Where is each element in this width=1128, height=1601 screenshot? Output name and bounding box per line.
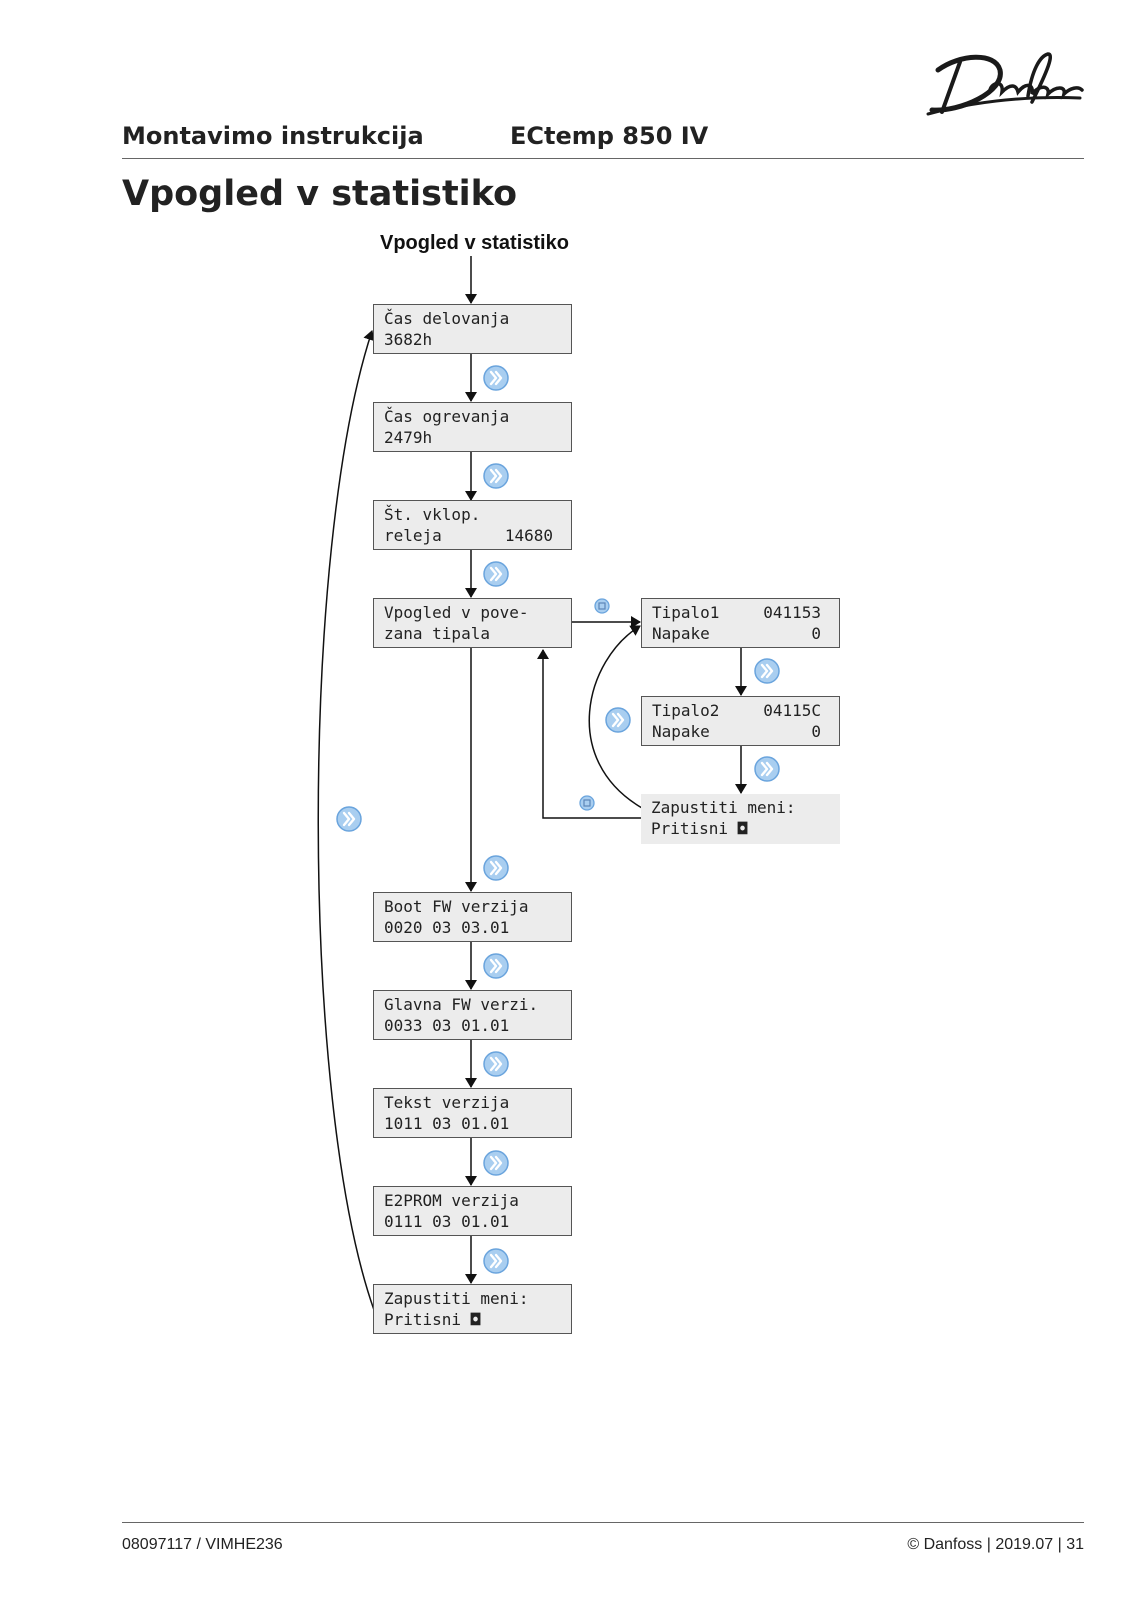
next-icon [483, 365, 509, 391]
lcd-line: Pritisni ◘ [384, 1310, 481, 1329]
lcd-tipalo1: Tipalo1 041153 Napake 0 [641, 598, 840, 648]
next-icon [754, 658, 780, 684]
lcd-tipalo2: Tipalo2 04115C Napake 0 [641, 696, 840, 746]
ok-button-icon [594, 598, 610, 614]
lcd-cas-ogrevanja: Čas ogrevanja 2479h [373, 402, 572, 452]
lcd-zapustiti-sub: Zapustiti meni: Pritisni ◘ [641, 794, 840, 844]
page-title: Vpogled v statistiko [122, 174, 518, 214]
document-number: 08097117 / VIMHE236 [122, 1536, 283, 1553]
diagram-title: Vpogled v statistiko [380, 232, 569, 254]
lcd-line: 0033 03 01.01 [384, 1016, 510, 1035]
lcd-st-vklop: Št. vklop. releja 14680 [373, 500, 572, 550]
arrow-sub-exit-return [537, 649, 642, 819]
lcd-line: Št. vklop. [384, 505, 481, 524]
lcd-value: 14680 [504, 526, 553, 545]
danfoss-logo-mark [926, 52, 1084, 116]
lcd-zapustiti-main: Zapustiti meni: Pritisni ◘ [373, 1284, 572, 1334]
lcd-line: Napake 0 [652, 623, 839, 644]
lcd-value: 041153 [763, 603, 821, 622]
lcd-line: Boot FW verzija [384, 897, 529, 916]
lcd-line: Napake 0 [652, 721, 839, 742]
ok-button-icon [579, 795, 595, 811]
document-type: Montavimo instrukcija [122, 122, 424, 150]
lcd-line: Tipalo2 04115C [652, 700, 839, 721]
next-icon [483, 855, 509, 881]
lcd-line: Zapustiti meni: [651, 798, 796, 817]
next-icon [483, 1051, 509, 1077]
next-icon [483, 1150, 509, 1176]
footer-divider [122, 1522, 1084, 1523]
arrow-sub-loop-to-tipalo1 [588, 625, 643, 809]
product-name: ECtemp 850 IV [510, 122, 709, 150]
lcd-line: Glavna FW verzi. [384, 995, 539, 1014]
lcd-line: zana tipala [384, 624, 490, 643]
lcd-label: Napake [652, 722, 710, 741]
next-icon [754, 756, 780, 782]
lcd-label: Tipalo2 [652, 701, 720, 720]
lcd-line: 3682h [384, 330, 433, 349]
lcd-line: Tipalo1 041153 [652, 602, 839, 623]
lcd-value: 04115C [763, 701, 821, 720]
footer-copyright: © Danfoss | 2019.07 | 31 [907, 1536, 1084, 1553]
lcd-line: releja 14680 [384, 525, 571, 546]
lcd-cas-delovanja: Čas delovanja 3682h [373, 304, 572, 354]
next-icon [483, 1248, 509, 1274]
lcd-boot-fw: Boot FW verzija 0020 03 03.01 [373, 892, 572, 942]
lcd-line: 0020 03 03.01 [384, 918, 510, 937]
lcd-line: Pritisni ◘ [651, 819, 748, 838]
lcd-line: 2479h [384, 428, 433, 447]
lcd-e2prom: E2PROM verzija 0111 03 01.01 [373, 1186, 572, 1236]
lcd-line: Vpogled v pove- [384, 603, 529, 622]
next-icon [483, 953, 509, 979]
lcd-label: Tipalo1 [652, 603, 720, 622]
lcd-line: E2PROM verzija [384, 1191, 519, 1210]
lcd-label: releja [384, 526, 442, 545]
lcd-label: Napake [652, 624, 710, 643]
lcd-line: 0111 03 01.01 [384, 1212, 510, 1231]
lcd-tekst: Tekst verzija 1011 03 01.01 [373, 1088, 572, 1138]
next-icon [605, 707, 631, 733]
next-icon [483, 561, 509, 587]
lcd-line: Čas delovanja [384, 309, 510, 328]
next-icon [336, 806, 362, 832]
lcd-value: 0 [811, 722, 821, 741]
lcd-line: Zapustiti meni: [384, 1289, 529, 1308]
header-divider [122, 158, 1084, 159]
arrow-main-loop-to-top [317, 330, 375, 1311]
danfoss-logo [920, 40, 1088, 120]
lcd-line: 1011 03 01.01 [384, 1114, 510, 1133]
lcd-glavna-fw: Glavna FW verzi. 0033 03 01.01 [373, 990, 572, 1040]
lcd-line: Čas ogrevanja [384, 407, 510, 426]
next-icon [483, 463, 509, 489]
lcd-vpogled-tipala: Vpogled v pove- zana tipala [373, 598, 572, 648]
lcd-value: 0 [811, 624, 821, 643]
lcd-line: Tekst verzija [384, 1093, 510, 1112]
